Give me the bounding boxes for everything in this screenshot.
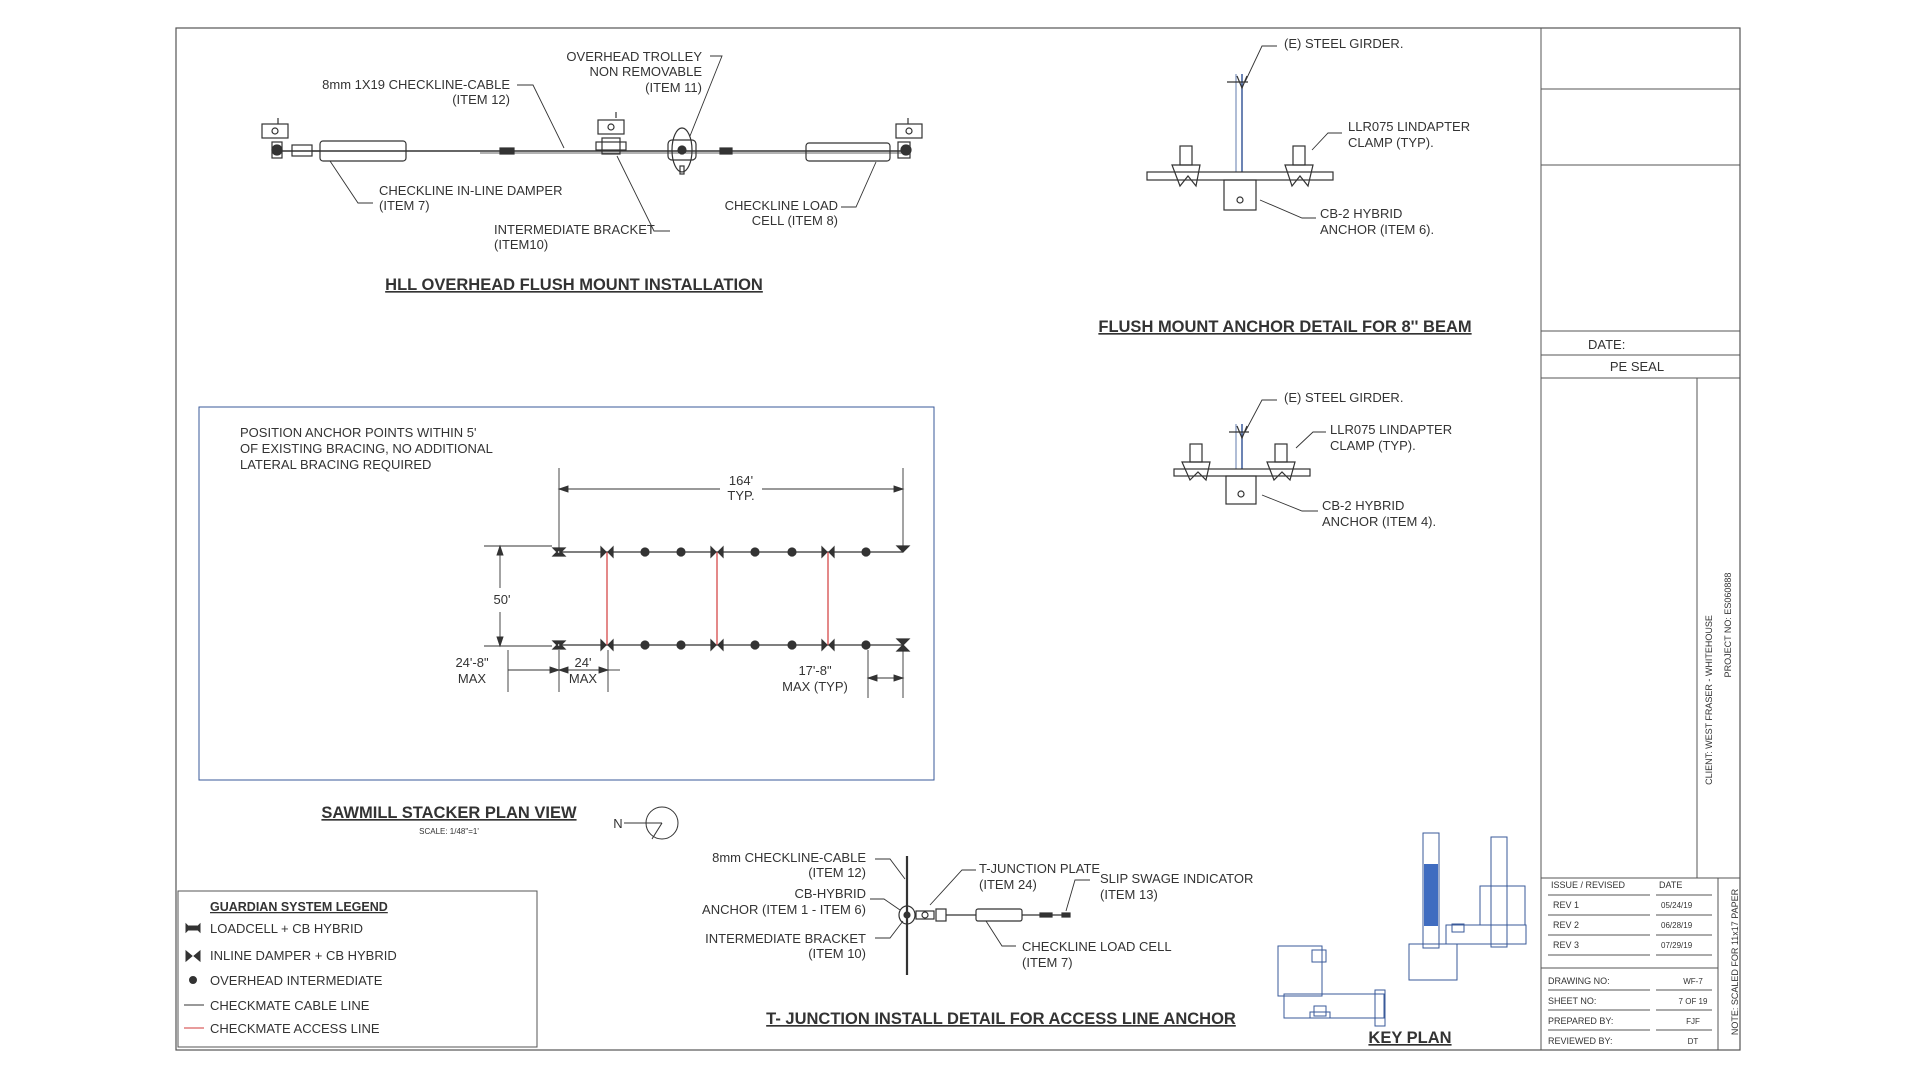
plan-view-frame xyxy=(198,406,935,781)
plan-dim-left-2: MAX xyxy=(458,671,487,686)
hll-trolley-label-1: OVERHEAD TROLLEY xyxy=(566,49,702,64)
plan-title: SAWMILL STACKER PLAN VIEW xyxy=(321,804,577,822)
rev-2-label: REV 2 xyxy=(1553,920,1579,930)
hll-bracket-label-1: INTERMEDIATE BRACKET xyxy=(494,222,655,237)
anchor8-clamp-label-2: CLAMP (TYP). xyxy=(1348,135,1434,150)
tj-swage-label-2: (ITEM 13) xyxy=(1100,887,1158,902)
tj-bracket-label-1: INTERMEDIATE BRACKET xyxy=(705,931,866,946)
legend-item-access: CHECKMATE ACCESS LINE xyxy=(210,1021,380,1036)
anchor2-anchor-label-2: ANCHOR (ITEM 4). xyxy=(1322,514,1436,529)
plan-anchor-lines xyxy=(551,545,911,652)
project-text: PROJECT NO: ES060888 xyxy=(1723,573,1733,678)
legend-symbols xyxy=(184,922,204,1029)
hll-diagram xyxy=(261,55,923,232)
hll-cable-label-2: (ITEM 12) xyxy=(452,92,510,107)
hll-bracket-label-2: (ITEM10) xyxy=(494,237,548,252)
anchor-detail-8in xyxy=(1146,45,1342,219)
plan-dim-left-1: 24'-8" xyxy=(455,655,489,670)
hll-loadcell-label-1: CHECKLINE LOAD xyxy=(725,198,838,213)
tj-plate-label-2: (ITEM 24) xyxy=(979,877,1037,892)
pe-seal-label: PE SEAL xyxy=(1610,359,1664,374)
drawing-no-label: DRAWING NO: xyxy=(1548,976,1610,986)
rev-3-date: 07/29/19 xyxy=(1661,941,1693,950)
tj-cable-label-1: 8mm CHECKLINE-CABLE xyxy=(712,850,866,865)
client-text: CLIENT: WEST FRASER - WHITEHOUSE xyxy=(1704,615,1714,785)
prepared-by-label: PREPARED BY: xyxy=(1548,1016,1613,1026)
tj-bracket-label-2: (ITEM 10) xyxy=(808,946,866,961)
reviewed-by-label: REVIEWED BY: xyxy=(1548,1036,1613,1046)
reviewed-by-value: DT xyxy=(1688,1037,1699,1046)
tj-plate-label-1: T-JUNCTION PLATE xyxy=(979,861,1100,876)
tj-hybrid-label-1: CB-HYBRID xyxy=(794,886,866,901)
anchor2-clamp-label-1: LLR075 LINDAPTER xyxy=(1330,422,1452,437)
tj-hybrid-label-2: ANCHOR (ITEM 1 - ITEM 6) xyxy=(702,902,866,917)
anchor2-anchor-label-1: CB-2 HYBRID xyxy=(1322,498,1404,513)
legend-item-loadcell: LOADCELL + CB HYBRID xyxy=(210,921,363,936)
prepared-by-value: FJF xyxy=(1686,1017,1700,1026)
tj-swage-label-1: SLIP SWAGE INDICATOR xyxy=(1100,871,1253,886)
tj-loadcell-label-1: CHECKLINE LOAD CELL xyxy=(1022,939,1172,954)
date-header: DATE xyxy=(1659,880,1682,890)
paper-note: NOTE: SCALED FOR 11x17 PAPER xyxy=(1730,888,1740,1035)
plan-note-2: OF EXISTING BRACING, NO ADDITIONAL xyxy=(240,441,493,456)
key-plan-drawing xyxy=(1277,832,1527,1027)
tjunction-diagram xyxy=(870,856,1090,975)
anchor8-clamp-label-1: LLR075 LINDAPTER xyxy=(1348,119,1470,134)
legend-item-damper: INLINE DAMPER + CB HYBRID xyxy=(210,948,397,963)
legend-item-cable: CHECKMATE CABLE LINE xyxy=(210,998,370,1013)
legend-title: GUARDIAN SYSTEM LEGEND xyxy=(210,900,388,914)
plan-dim-mid-2: MAX xyxy=(569,671,598,686)
key-plan-highlight xyxy=(1424,864,1438,926)
anchor8-girder-label: (E) STEEL GIRDER. xyxy=(1284,36,1403,51)
damper-symbol-icon xyxy=(185,949,201,963)
title-block xyxy=(1540,28,1740,1050)
plan-note-3: LATERAL BRACING REQUIRED xyxy=(240,457,431,472)
tjunction-title: T- JUNCTION INSTALL DETAIL FOR ACCESS LI… xyxy=(766,1010,1236,1028)
key-plan-title: KEY PLAN xyxy=(1368,1029,1451,1047)
plan-dimensions xyxy=(484,468,905,698)
drawing-no-value: WF-7 xyxy=(1683,977,1703,986)
plan-scale: SCALE: 1/48"=1' xyxy=(419,827,479,836)
plan-dim-top-1: 164' xyxy=(729,473,753,488)
plan-dim-mid-1: 24' xyxy=(575,655,592,670)
plan-note-1: POSITION ANCHOR POINTS WITHIN 5' xyxy=(240,425,477,440)
north-label: N xyxy=(613,816,622,831)
legend-box xyxy=(177,890,538,1048)
north-arrow xyxy=(624,806,679,840)
tj-cable-label-2: (ITEM 12) xyxy=(808,865,866,880)
hll-trolley-label-3: (ITEM 11) xyxy=(645,80,702,95)
plan-dim-side: 50' xyxy=(494,592,511,607)
sheet-no-value: 7 OF 19 xyxy=(1679,997,1708,1006)
hll-cable-label-1: 8mm 1X19 CHECKLINE-CABLE xyxy=(322,77,510,92)
loadcell-symbol-icon xyxy=(185,922,201,934)
hll-damper-label-1: CHECKLINE IN-LINE DAMPER xyxy=(379,183,562,198)
anchor2-clamp-label-2: CLAMP (TYP). xyxy=(1330,438,1416,453)
plan-dim-right-1: 17'-8" xyxy=(798,663,832,678)
hll-title: HLL OVERHEAD FLUSH MOUNT INSTALLATION xyxy=(385,276,763,294)
tj-loadcell-label-2: (ITEM 7) xyxy=(1022,955,1073,970)
anchor8-anchor-label-2: ANCHOR (ITEM 6). xyxy=(1320,222,1434,237)
rev-3-label: REV 3 xyxy=(1553,940,1579,950)
rev-1-date: 05/24/19 xyxy=(1661,901,1693,910)
hll-damper-label-2: (ITEM 7) xyxy=(379,198,430,213)
date-label: DATE: xyxy=(1588,337,1625,352)
intermediate-symbol-icon xyxy=(189,976,197,984)
anchor8-anchor-label-1: CB-2 HYBRID xyxy=(1320,206,1402,221)
plan-dim-top-2: TYP. xyxy=(727,488,754,503)
legend-item-intermediate: OVERHEAD INTERMEDIATE xyxy=(210,973,383,988)
anchor8-title: FLUSH MOUNT ANCHOR DETAIL FOR 8'' BEAM xyxy=(1098,318,1471,336)
anchor-detail-2 xyxy=(1173,399,1326,512)
hll-loadcell-label-2: CELL (ITEM 8) xyxy=(752,213,838,228)
rev-2-date: 06/28/19 xyxy=(1661,921,1693,930)
hll-trolley-label-2: NON REMOVABLE xyxy=(590,64,703,79)
rev-1-label: REV 1 xyxy=(1553,900,1579,910)
anchor2-girder-label: (E) STEEL GIRDER. xyxy=(1284,390,1403,405)
plan-dim-right-2: MAX (TYP) xyxy=(782,679,848,694)
sheet-no-label: SHEET NO: xyxy=(1548,996,1596,1006)
issue-header: ISSUE / REVISED xyxy=(1551,880,1626,890)
